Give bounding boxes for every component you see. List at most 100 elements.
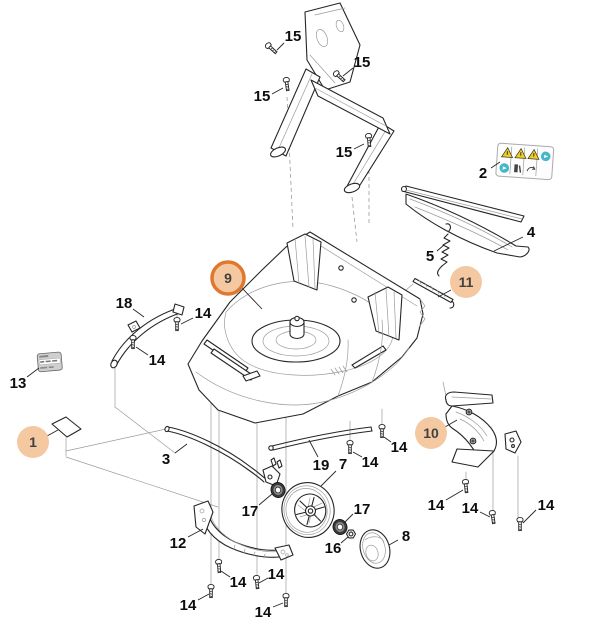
selected-part-circle[interactable] (210, 260, 246, 296)
callout-label-15: 15 (336, 143, 365, 161)
part-wheel (281, 482, 335, 538)
callout-leader-line (445, 489, 464, 501)
part-cover-plate (51, 416, 82, 438)
callout-leader-line (352, 451, 363, 458)
part-axle-lever (164, 425, 283, 487)
part-number-text: 15 (254, 88, 271, 105)
part-number-text: 14 (149, 352, 166, 369)
part-number-text: 2 (479, 165, 487, 182)
callout-label-17: 17 (242, 493, 273, 520)
callout-label-14: 14 (522, 497, 555, 524)
callout-label-14: 14 (180, 305, 212, 325)
part-number-text: 18 (116, 295, 133, 312)
callout-label-17: 17 (343, 501, 371, 524)
callout-leader-line (132, 308, 145, 318)
part-number-text: 14 (462, 500, 479, 517)
callout-label-13: 13 (10, 367, 40, 392)
callout-label-7: 7 (320, 456, 347, 487)
callout-leader-line (271, 87, 284, 95)
safety-label-sticker (495, 142, 555, 181)
part-hub-cap (359, 529, 391, 569)
part-number-text: 14 (230, 574, 247, 591)
callout-label-18: 18 (116, 295, 145, 318)
callout-leader-line (26, 367, 40, 378)
callout-hotspot-9[interactable]: 9 (210, 260, 263, 310)
highlight-circle[interactable] (17, 426, 49, 458)
part-number-text: 14 (268, 566, 285, 583)
callout-leader-line (197, 593, 210, 601)
highlight-circle[interactable] (450, 266, 482, 298)
screw-icon (488, 509, 498, 525)
callout-leader-line (353, 143, 365, 150)
callout-leader-line (522, 509, 537, 524)
read-manual-pictogram (514, 164, 522, 173)
callout-label-19: 19 (308, 439, 330, 474)
callout-leader-line (276, 42, 285, 51)
screw-icon (516, 516, 524, 532)
screw-icon (461, 478, 471, 494)
part-number-text: 10 (423, 425, 439, 441)
screw-icon (263, 41, 279, 56)
callout-leader-line (479, 511, 491, 518)
callout-leader-line (342, 67, 354, 77)
callout-label-5: 5 (426, 244, 445, 265)
part-number-text: 19 (313, 457, 330, 474)
part-handlebar-lower (270, 2, 395, 194)
part-number-text: 17 (354, 501, 371, 518)
part-spring (437, 223, 451, 277)
callout-leader-line (135, 346, 149, 356)
callout-leader-line (493, 236, 524, 252)
part-number-text: 14 (255, 604, 272, 621)
callout-label-15: 15 (254, 87, 284, 105)
part-number-text: 11 (459, 274, 474, 290)
callout-label-14: 14 (135, 346, 166, 369)
callout-label-4: 4 (493, 224, 536, 252)
part-nut (345, 529, 357, 539)
callout-label-14: 14 (255, 602, 284, 621)
part-rear-flap (400, 185, 530, 258)
callout-label-14: 14 (462, 500, 491, 518)
part-number-text: 14 (195, 305, 212, 322)
callout-hotspot-11[interactable]: 11 (437, 266, 482, 298)
part-brake-rod (412, 277, 455, 309)
callout-leader-line (46, 429, 59, 437)
highlight-circle[interactable] (415, 417, 447, 449)
screw-icon (346, 439, 354, 455)
screw-icon (207, 583, 215, 599)
part-guard-bow (110, 303, 185, 369)
part-number-text: 1 (29, 434, 37, 450)
part-discharge-deflector (444, 391, 522, 468)
callout-leader-line (258, 493, 273, 506)
part-number-text: 5 (426, 248, 434, 265)
part-number-text: 12 (170, 535, 187, 552)
callout-label-15: 15 (276, 28, 301, 51)
callout-leader-line (437, 289, 452, 298)
part-number-text: 15 (336, 144, 353, 161)
callout-leader-line (340, 536, 349, 544)
screw-icon (252, 574, 262, 590)
callout-leader-line (272, 602, 284, 608)
part-number-text: 14 (428, 497, 445, 514)
callout-leader-line (308, 439, 319, 458)
screw-icon (173, 316, 181, 332)
part-number-text: 15 (354, 54, 371, 71)
callout-leader-line (187, 528, 204, 538)
callout-leader-line (220, 570, 231, 578)
callout-label-14: 14 (258, 566, 285, 584)
part-trim-strip (268, 426, 373, 451)
callout-hotspot-1[interactable]: 1 (17, 426, 59, 458)
callout-label-14: 14 (220, 570, 247, 591)
part-number-text: 14 (391, 439, 408, 456)
part-number-text: 4 (527, 224, 536, 241)
callout-label-8: 8 (388, 528, 410, 546)
screw-icon (129, 334, 137, 350)
callout-label-3: 3 (162, 443, 188, 468)
callout-leader-line (436, 244, 445, 252)
callout-leader-line (388, 539, 399, 546)
part-number-text: 14 (538, 497, 555, 514)
callout-hotspot-10[interactable]: 10 (415, 417, 458, 449)
part-number-text: 17 (242, 503, 259, 520)
